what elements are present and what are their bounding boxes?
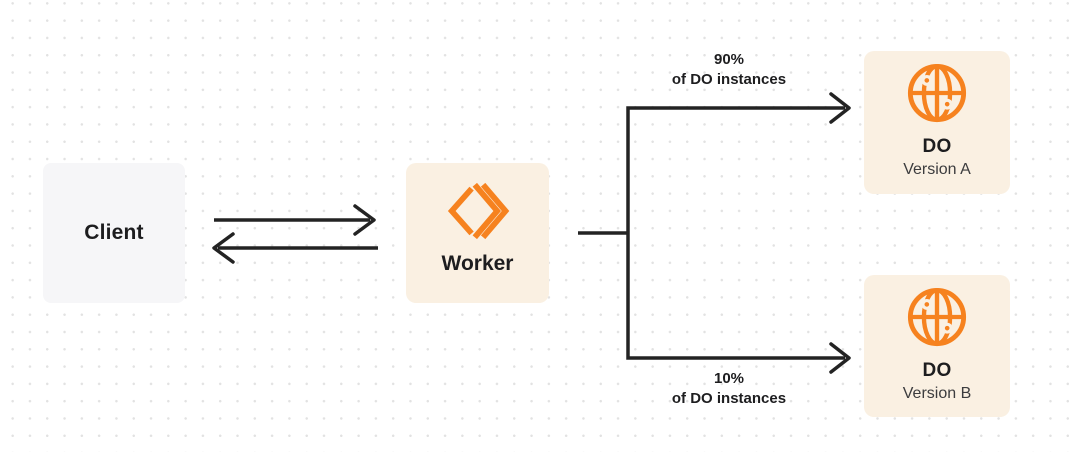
worker-node: Worker [406,163,549,303]
worker-label: Worker [441,252,514,275]
durable-object-globe-icon [907,287,967,347]
do-version-b-node: DO Version B [864,275,1010,417]
cloudflare-workers-logo-icon [447,182,509,240]
do-version-a-node: DO Version A [864,51,1010,194]
branch-a-percent: 90% [713,51,745,68]
do-version-a-title: DO [922,136,952,157]
do-version-b-title: DO [922,360,952,381]
arrow-client-to-worker-head-icon [353,204,376,236]
branch-a-label: 90% of DO instances [620,50,838,90]
client-label: Client [84,221,144,244]
branch-b-caption: of DO instances [671,390,787,407]
branch-a-arrowhead-icon [829,92,851,124]
do-version-a-subtitle: Version A [903,161,971,178]
branch-trunk [626,106,845,360]
durable-object-globe-icon [907,63,967,123]
branch-b-label: 10% of DO instances [620,369,838,409]
branch-b-arrowhead-icon [829,342,851,374]
branch-a-caption: of DO instances [671,71,787,88]
arrow-worker-to-client-head-icon [212,232,235,264]
do-version-b-subtitle: Version B [902,385,972,402]
client-node: Client [43,163,185,303]
branch-b-percent: 10% [713,370,745,387]
